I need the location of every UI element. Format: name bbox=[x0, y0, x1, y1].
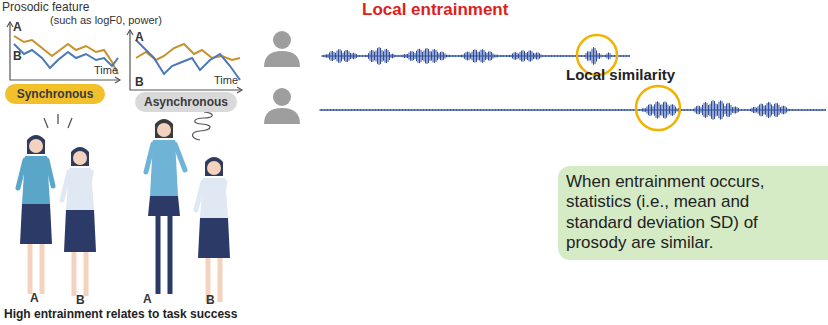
chart-axis bbox=[10, 22, 120, 80]
axis-arrow bbox=[127, 30, 133, 35]
highlight-circle bbox=[636, 86, 680, 130]
chart-axis bbox=[130, 30, 242, 90]
axis-arrow bbox=[115, 77, 120, 83]
prosody-line-b bbox=[136, 44, 240, 60]
speaker-icon bbox=[264, 31, 300, 67]
axis-note: (such as logF0, power) bbox=[50, 14, 162, 27]
person-figure bbox=[18, 135, 53, 294]
note-box: When entrainment occurs, statistics (i.e… bbox=[558, 166, 828, 260]
state-pill: Asynchronous bbox=[135, 92, 237, 112]
person-letter: A bbox=[143, 293, 152, 307]
note-text: When entrainment occurs, statistics (i.e… bbox=[566, 172, 820, 254]
person-figure bbox=[62, 147, 96, 296]
axis-label: Time bbox=[94, 64, 118, 77]
series-letter: A bbox=[13, 21, 22, 35]
person-figure bbox=[196, 157, 230, 302]
person-letter: B bbox=[206, 294, 215, 308]
axis-title: Prosodic feature bbox=[2, 1, 89, 15]
series-letter: A bbox=[135, 31, 144, 45]
speaker-icon bbox=[264, 88, 300, 124]
person-letter: A bbox=[30, 292, 39, 306]
person-letter: B bbox=[76, 294, 85, 308]
person-figure bbox=[146, 119, 185, 294]
state-pill: Synchronous bbox=[5, 84, 105, 104]
confusion-scribble bbox=[193, 112, 213, 140]
callout-label: Local similarity bbox=[566, 66, 675, 83]
speech-waveform bbox=[322, 47, 630, 65]
pill-label: Synchronous bbox=[11, 86, 99, 102]
speech-marks bbox=[44, 114, 72, 128]
axis-label: Time bbox=[214, 74, 238, 87]
axis-arrow bbox=[7, 22, 13, 27]
series-letter: B bbox=[13, 50, 22, 64]
speech-waveform bbox=[320, 100, 826, 120]
pill-label: Asynchronous bbox=[141, 94, 231, 110]
summary-note: High entrainment relates to task success bbox=[4, 308, 237, 322]
series-letter: B bbox=[135, 76, 144, 90]
section-heading: Local entrainment bbox=[362, 0, 508, 20]
axis-arrow bbox=[237, 87, 242, 93]
